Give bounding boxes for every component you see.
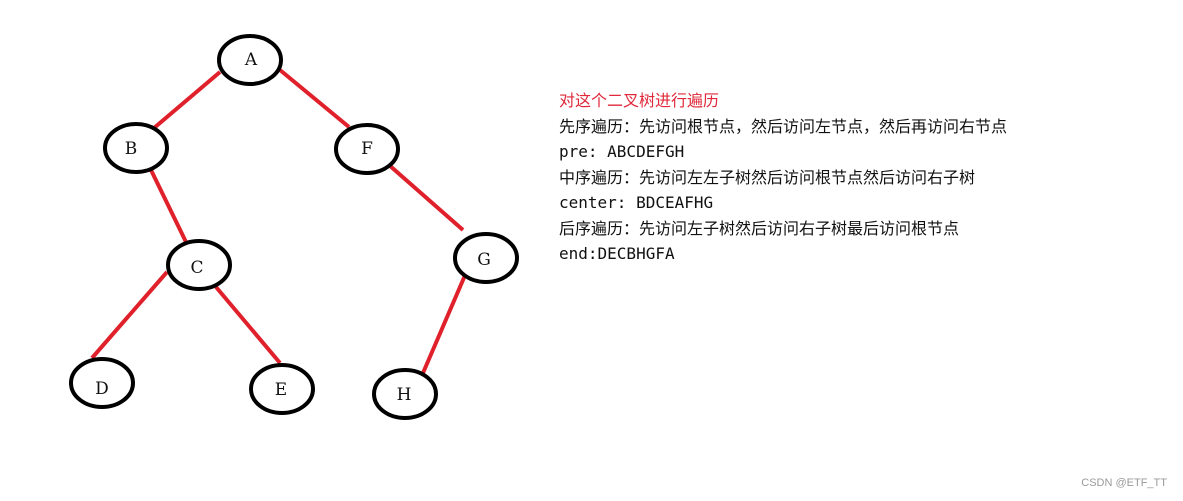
preorder-description: 先序遍历：先访问根节点，然后访问左节点，然后再访问右节点 [559, 116, 1008, 136]
node-h-label: H [397, 385, 412, 405]
node-a-circle [217, 34, 283, 86]
postorder-description: 后序遍历：先访问左子树然后访问右子树最后访问根节点 [559, 218, 960, 238]
notes-title: 对这个二叉树进行遍历 [559, 91, 720, 110]
preorder-result: pre: ABCDEFGH [559, 142, 685, 161]
edge-c-d [90, 270, 169, 360]
node-h: H [372, 368, 438, 420]
node-c-circle [166, 239, 232, 291]
node-c-label: C [190, 258, 203, 278]
node-d-label: D [95, 379, 109, 399]
edge-f-g [387, 163, 465, 232]
node-e-circle [249, 363, 315, 415]
inorder-result: center: BDCEAFHG [559, 193, 714, 212]
node-b: B [103, 122, 169, 174]
edge-c-e [214, 285, 282, 365]
tree-edges [90, 68, 468, 374]
node-e-label: E [275, 380, 287, 400]
node-a-label: A [244, 50, 258, 70]
tree-nodes: A B F C G D E H [69, 34, 519, 420]
node-g: G [453, 232, 519, 284]
node-f-circle [334, 123, 400, 175]
node-g-label: G [477, 250, 491, 270]
node-b-circle [103, 122, 169, 174]
node-f: F [334, 123, 400, 175]
csdn-watermark: CSDN @ETF_TT [1081, 477, 1167, 489]
node-d-circle [69, 357, 135, 409]
inorder-description: 中序遍历：先访问左左子树然后访问根节点然后访问右子树 [559, 167, 976, 187]
node-a: A [217, 34, 283, 86]
node-f-label: F [361, 139, 373, 159]
node-c: C [166, 239, 232, 291]
node-h-circle [372, 368, 438, 420]
postorder-result: end:DECBHGFA [559, 244, 675, 263]
edge-g-h [421, 272, 468, 374]
node-e: E [249, 363, 315, 415]
node-b-label: B [125, 139, 138, 159]
node-d: D [69, 357, 135, 409]
edge-a-f [278, 68, 351, 129]
edge-b-c [149, 169, 188, 243]
node-g-circle [453, 232, 519, 284]
edge-a-b [152, 70, 222, 130]
traversal-notes: 对这个二叉树进行遍历 先序遍历：先访问根节点，然后访问左节点，然后再访问右节点 … [559, 88, 1159, 267]
